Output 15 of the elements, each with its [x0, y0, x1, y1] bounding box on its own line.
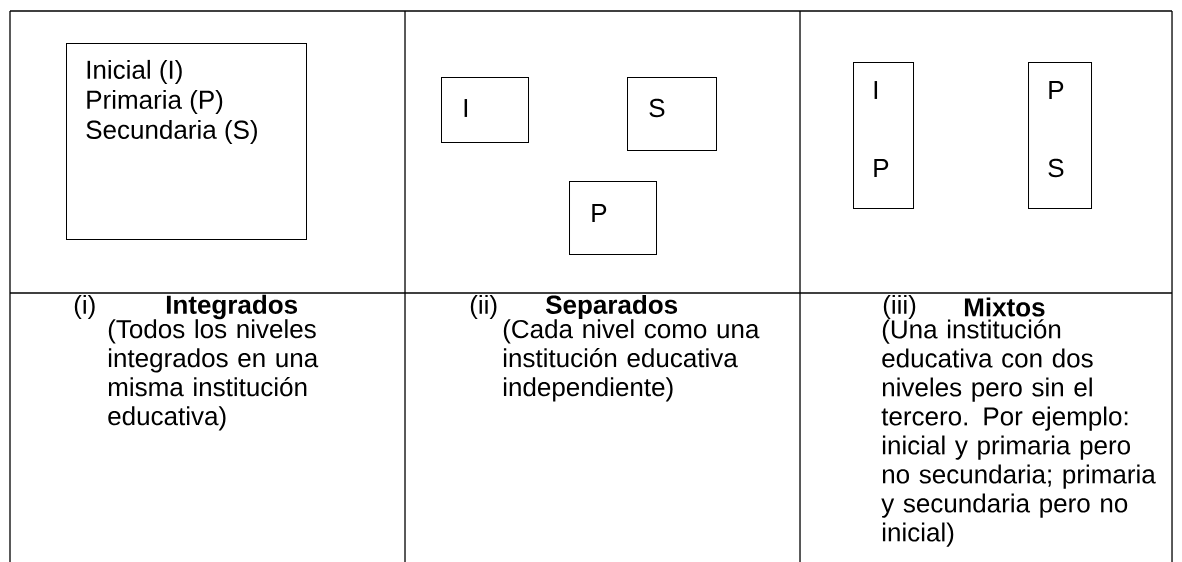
item-number: (i) — [74, 294, 95, 320]
description-text: (Cada nivel como una institución educativa independiente) — [503, 319, 760, 402]
level-box: P — [569, 181, 657, 255]
item-number: (ii) — [470, 294, 497, 320]
level-box: P S — [1028, 62, 1092, 209]
category-heading: Integrados — [166, 294, 298, 320]
level-box: Inicial (I) Primaria (P) Secundaria (S) — [66, 43, 307, 240]
category-heading: Separados — [545, 294, 678, 320]
description-text: (Todos los niveles integrados en una misma institución educativa) — [108, 319, 319, 431]
level-box: I — [441, 77, 529, 143]
level-box: I P — [853, 62, 914, 209]
item-number: (iii) — [883, 294, 916, 320]
description-text: (Una institución educativa con dos niveles pero sin el tercero. Por ejemplo: inicial y primaria pero no secundaria; primaria y secundaria pero no inicial) — [881, 319, 1156, 547]
category-heading: Mixtos — [964, 297, 1045, 317]
level-box: S — [627, 77, 717, 151]
